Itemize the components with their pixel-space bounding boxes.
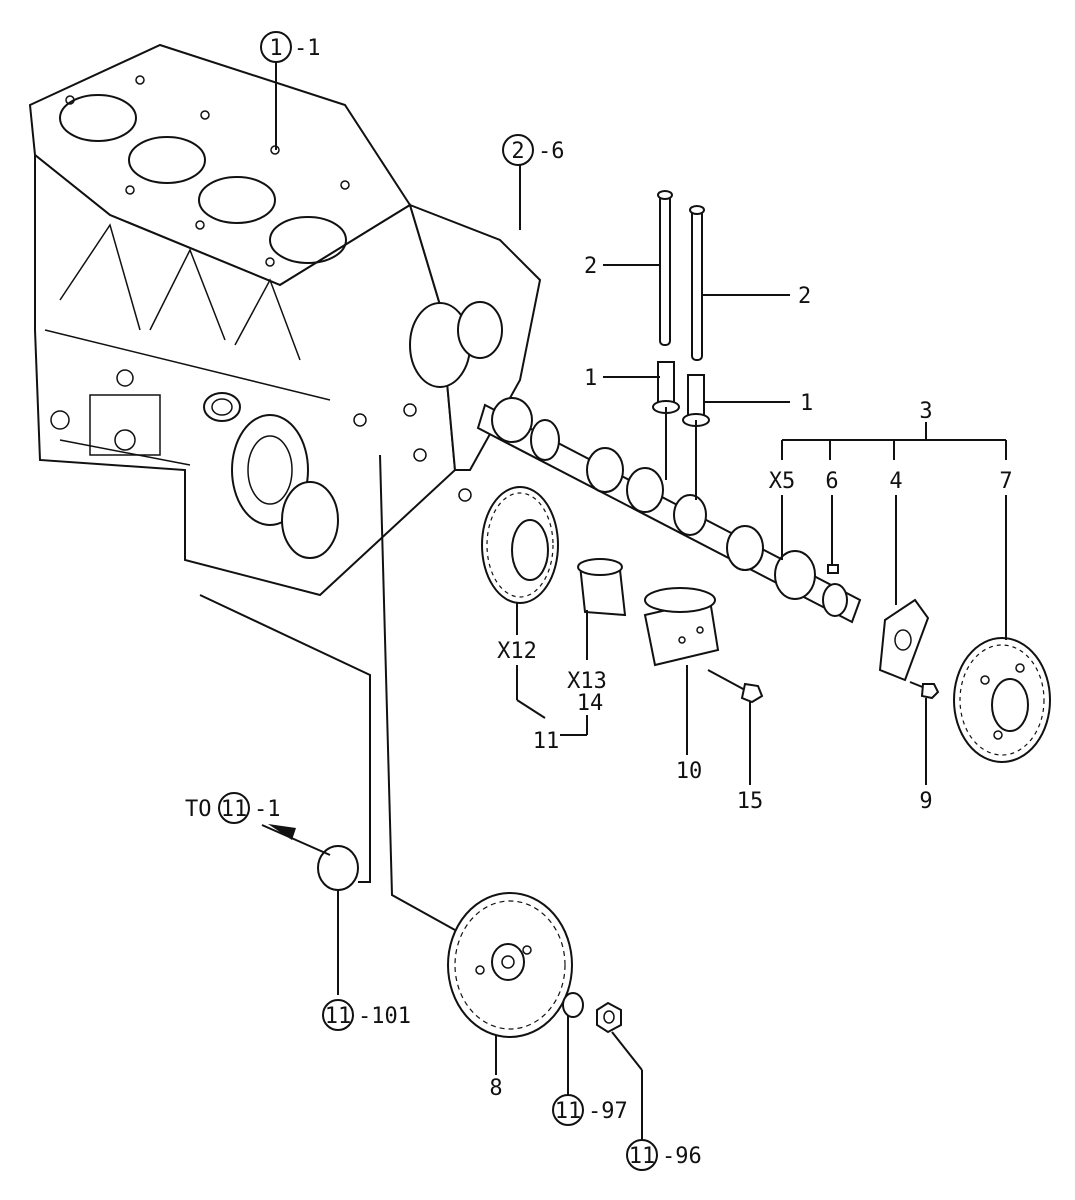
bush-x13-label: X13: [567, 669, 607, 694]
ref-circle: [322, 999, 354, 1031]
to-ref-suffix: -1: [254, 797, 281, 822]
gear-x12-label: X12: [497, 639, 537, 664]
ref-circle: [260, 31, 292, 63]
bolt-9-drawing: [909, 681, 940, 700]
block-ref-suffix: -1: [294, 36, 321, 61]
washer-ref-number: 11: [555, 1099, 582, 1124]
oring-ref-suffix: -101: [358, 1004, 411, 1029]
cam-gear-drawing: [953, 637, 1051, 763]
ref-circle: [626, 1139, 658, 1171]
ref-circle: [218, 792, 250, 824]
cover-ref-suffix: -6: [538, 139, 565, 164]
oring-ref-number: 11: [325, 1004, 352, 1029]
cover-ref-number: 2: [511, 139, 524, 164]
to-ref-number: 11: [221, 797, 248, 822]
pushrod-right-label: 2: [798, 284, 811, 309]
thrust-plate-drawing: [878, 598, 930, 682]
to-label: TO: [185, 797, 212, 822]
tappet-left-label: 1: [584, 366, 597, 391]
washer-drawing: [562, 992, 584, 1018]
push-rods-drawing: [657, 190, 705, 361]
cylinder-block-drawing: [28, 43, 542, 597]
gear-7-label: 7: [999, 469, 1012, 494]
camshaft-x5-label: X5: [769, 469, 796, 494]
shaft-10-label: 10: [676, 759, 703, 784]
bush-14-label: 14: [577, 691, 604, 716]
idle-gear-8-label: 8: [489, 1076, 502, 1101]
tappet-right-label: 1: [800, 391, 813, 416]
pushrod-left-label: 2: [584, 254, 597, 279]
camshaft-drawing: [476, 397, 862, 624]
camshaft-group-label: 3: [919, 399, 932, 424]
leader-lines: [199, 62, 1007, 1140]
key-6-label: 6: [825, 469, 838, 494]
gear-assy-11-label: 11: [533, 729, 560, 754]
nut-drawing: [596, 1001, 622, 1034]
idle-gear-8-drawing: [447, 892, 573, 1038]
block-ref-number: 1: [269, 36, 282, 61]
idle-gear-x12-drawing: [481, 486, 559, 604]
nut-ref-number: 11: [629, 1144, 656, 1169]
bolt-15-label: 15: [737, 789, 764, 814]
ref-circle: [502, 134, 534, 166]
callouts: 1 -1 2 -6 2 2 1 1 3 X5 6 4 7 X12 X13 14 …: [185, 31, 1013, 1171]
nut-ref-suffix: -96: [662, 1144, 702, 1169]
tappets-drawing: [652, 361, 710, 427]
idle-shaft-drawing: [643, 587, 720, 667]
bushing-x13-drawing: [577, 558, 627, 617]
ref-circle: [552, 1094, 584, 1126]
bolt-15-drawing: [707, 669, 764, 704]
plate-4-label: 4: [889, 469, 902, 494]
bolt-9-label: 9: [919, 789, 932, 814]
to-arrow-icon: [268, 824, 296, 840]
washer-ref-suffix: -97: [588, 1099, 628, 1124]
